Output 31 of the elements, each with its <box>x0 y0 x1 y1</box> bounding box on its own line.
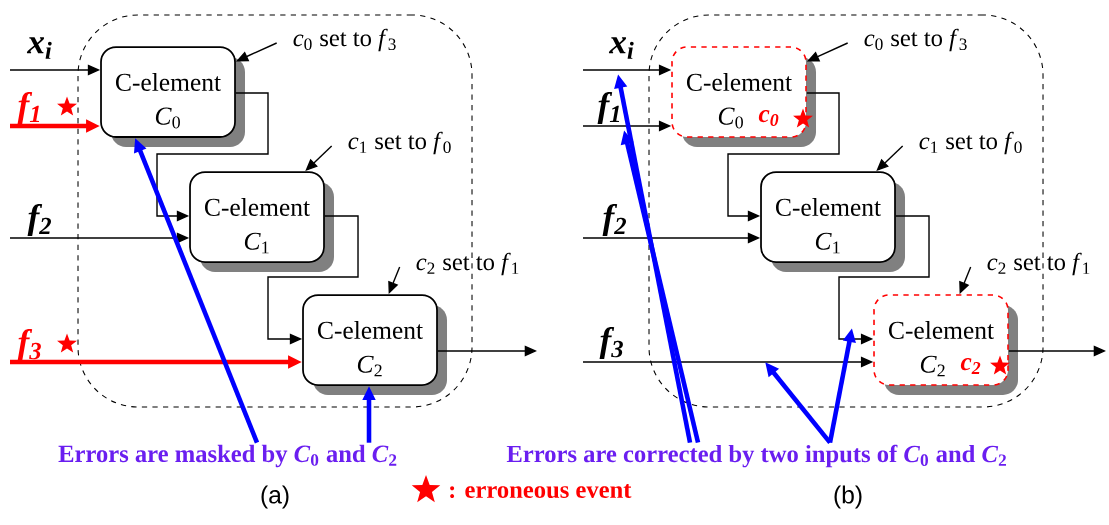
annotation-text: c$_{1}$ set to f$_{0}$ <box>348 131 451 155</box>
signal-label: f$_{2}$ <box>27 203 51 237</box>
note-text: Errors are masked by C$_{0}$ and C$_{2}$ <box>58 444 397 468</box>
c-element-box: C-element C$_{1}$ <box>189 171 334 272</box>
signal-label: f$_{2}$ <box>602 203 626 237</box>
c-element-box: C-element C$_{1}$ <box>760 171 905 272</box>
legend-text: : erroneous event <box>450 483 632 499</box>
dashed-region <box>648 14 1044 408</box>
annotation-text: c$_{2}$ set to f$_{1}$ <box>416 252 519 276</box>
signal-label: f$_{1}$ <box>17 91 40 125</box>
c-element-box: C-element C$_{2}$ <box>302 294 447 395</box>
signal-label: x$_{i}$ <box>608 37 634 59</box>
arrow <box>156 92 269 222</box>
signal-label: f$_{3}$ <box>599 326 623 360</box>
annotation-text: c$_{2}$ set to f$_{1}$ <box>987 252 1090 276</box>
c-element-box: C-element C$_{0}$ c$_{0}$ <box>671 46 816 147</box>
annotation-text: c$_{0}$ set to f$_{3}$ <box>864 28 967 52</box>
annotation-text: c$_{1}$ set to f$_{0}$ <box>919 131 1022 155</box>
panel-label: (a) <box>261 485 289 509</box>
signal-label: f$_{1}$ <box>597 91 620 125</box>
arrow <box>267 215 359 345</box>
c-element-box: C-element C$_{2}$ c$_{2}$ <box>873 294 1018 395</box>
panel-label: (b) <box>834 485 862 509</box>
arrow <box>838 215 930 345</box>
signal-label: x$_{i}$ <box>26 37 52 59</box>
note-text: Errors are corrected by two inputs of C$_{0}$ and C$_{2}$ <box>506 444 1006 468</box>
annotation-text: c$_{0}$ set to f$_{3}$ <box>293 28 396 52</box>
c-element-box: C-element C$_{0}$ <box>100 46 245 147</box>
arrow <box>727 92 840 222</box>
dashed-region <box>77 14 473 408</box>
signal-label: f$_{3}$ <box>17 328 41 362</box>
